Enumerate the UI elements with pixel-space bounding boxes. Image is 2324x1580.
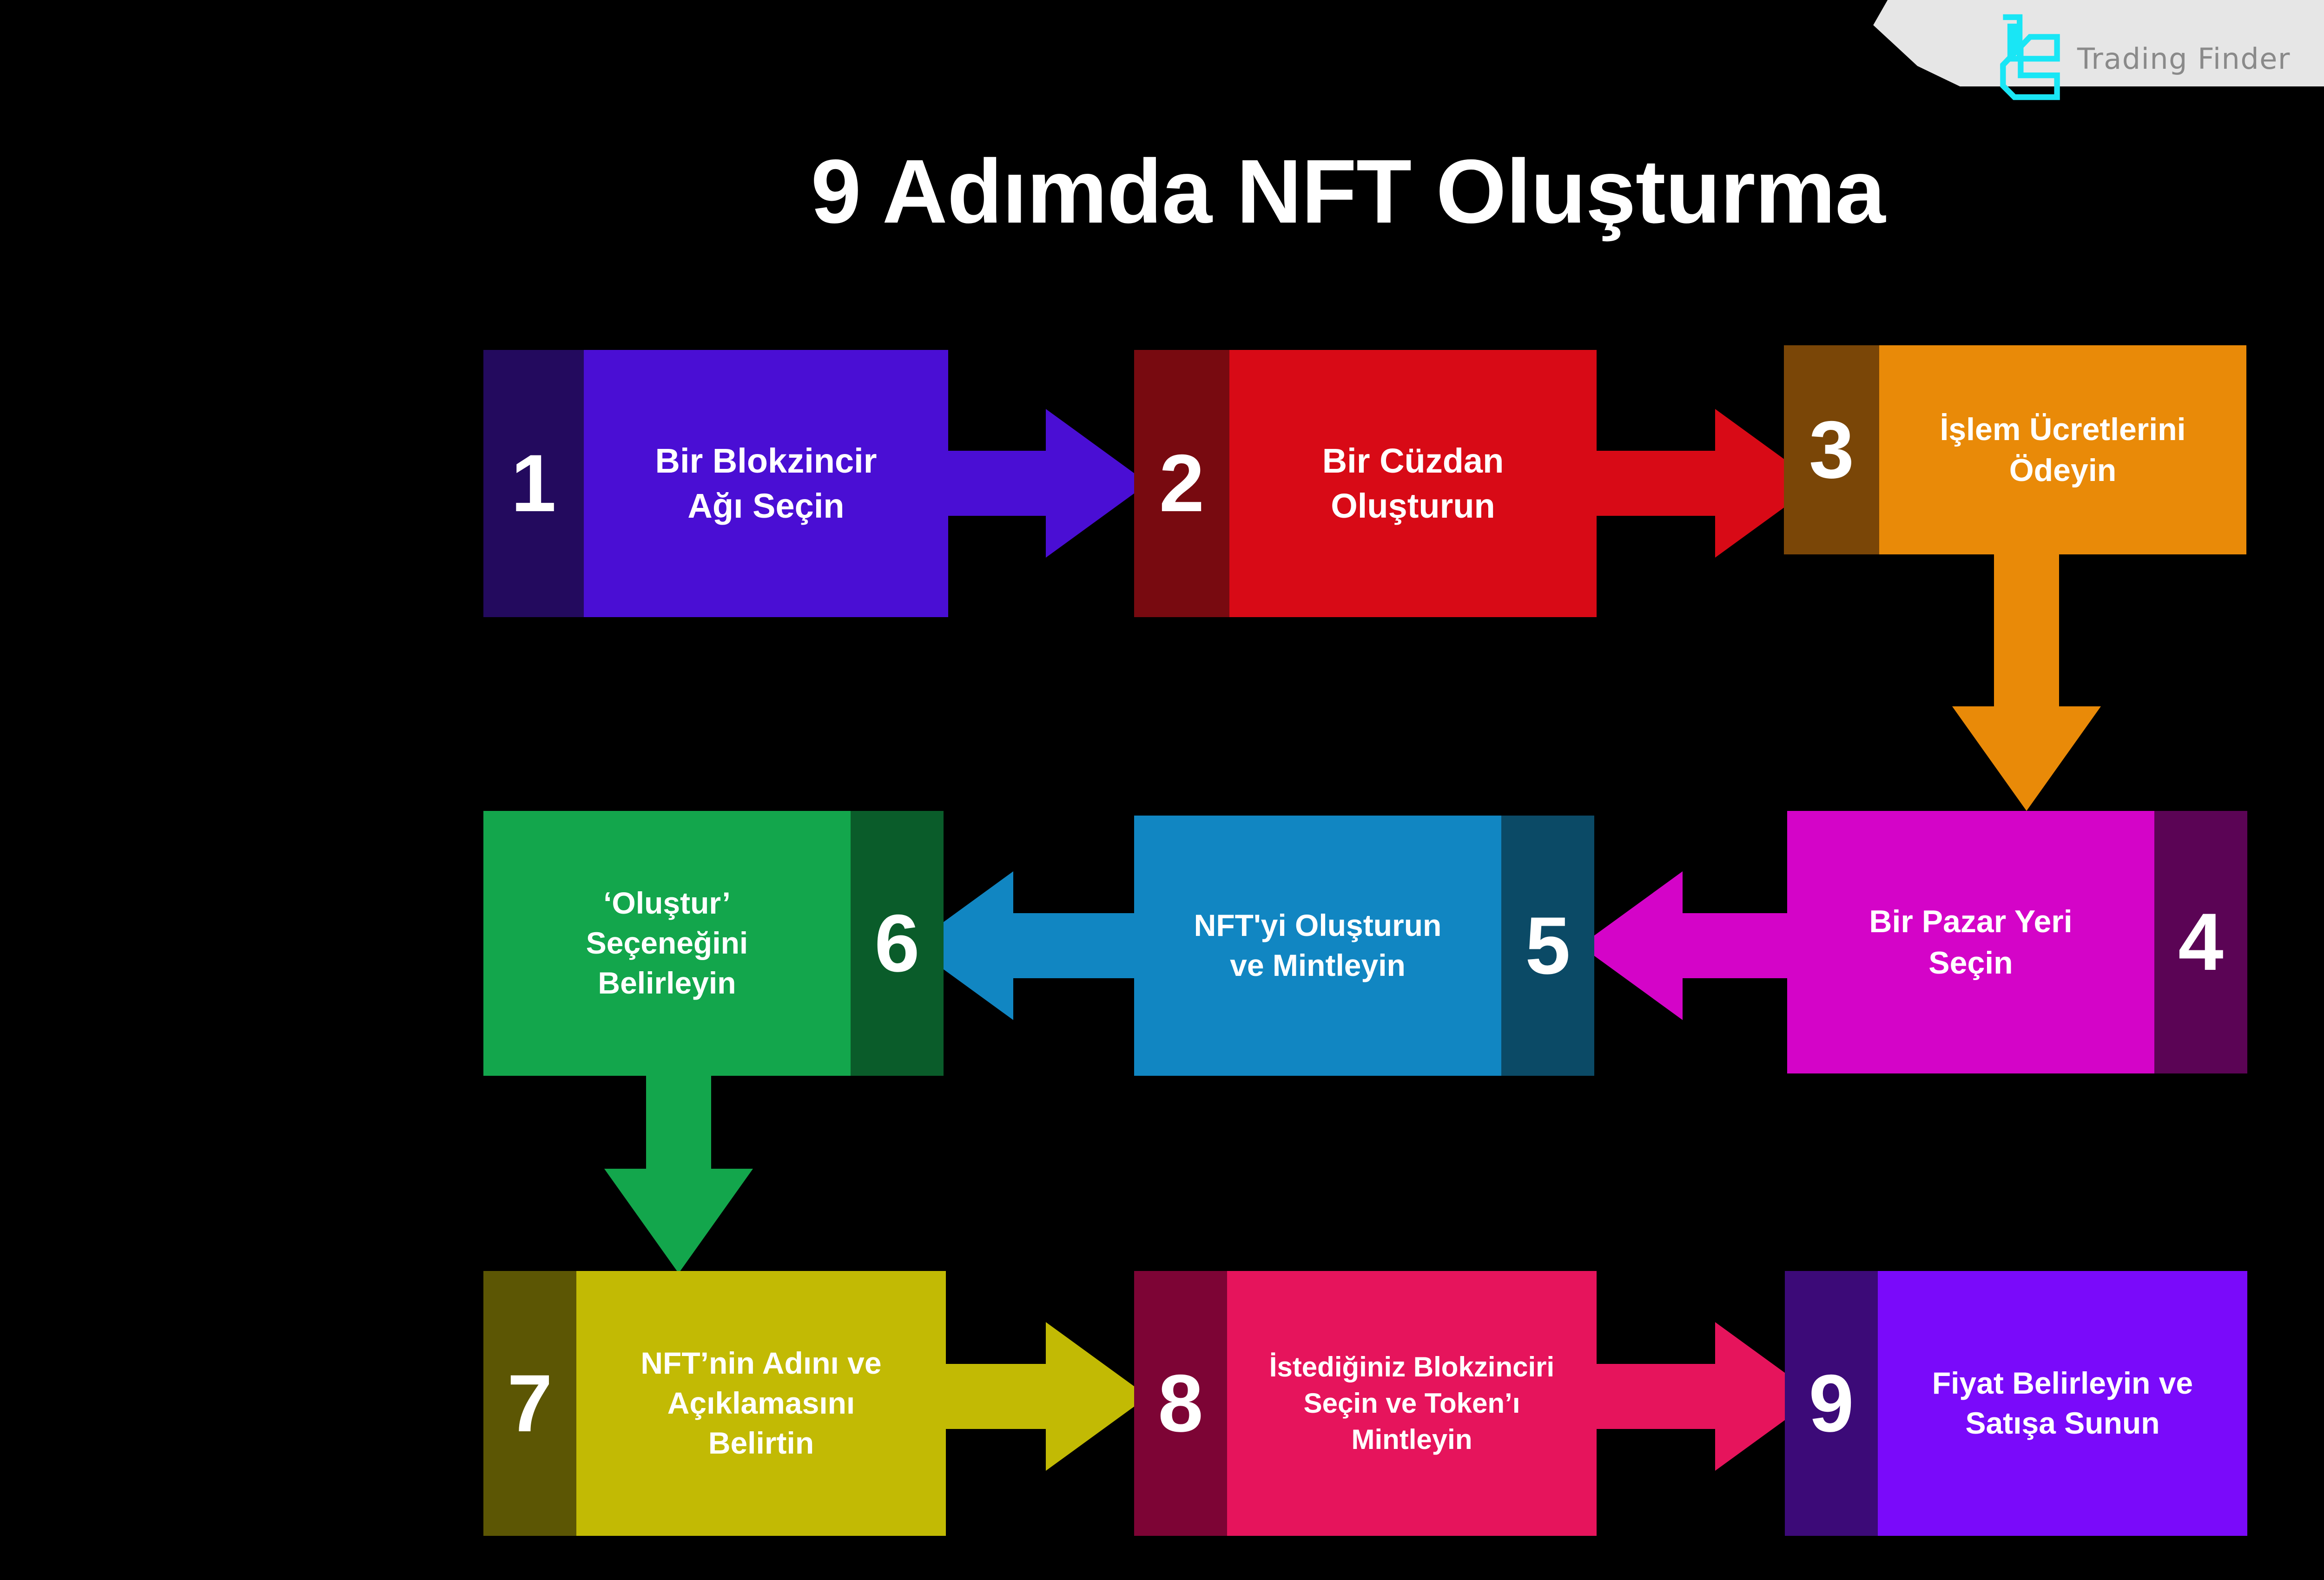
step-card-1[interactable]: 1 Bir Blokzincir Ağı Seçin [483, 350, 948, 617]
step-body-3: İşlem Ücretlerini Ödeyin [1879, 345, 2246, 554]
step-number-8: 8 [1158, 1358, 1203, 1449]
step-number-strip-8: 8 [1134, 1271, 1227, 1536]
step-body-5: NFT'yi Oluşturun ve Mintleyin [1134, 816, 1501, 1076]
step-number-strip-9: 9 [1785, 1271, 1878, 1536]
step-label-line: İstediğiniz Blokzinciri [1269, 1351, 1555, 1382]
step-label-line: Seçeneğini [586, 926, 748, 961]
brand-logo: Trading Finder [1999, 13, 2291, 101]
step-card-6[interactable]: ‘Oluştur’ Seçeneğini Belirleyin 6 [483, 811, 944, 1076]
step-label-line: Fiyat Belirleyin ve [1932, 1366, 2193, 1401]
step-label-line: NFT'yi Oluşturun [1194, 908, 1442, 943]
step-card-9[interactable]: 9 Fiyat Belirleyin ve Satışa Sunun [1785, 1271, 2247, 1536]
arrow-step2-to-step3 [1576, 409, 1817, 558]
step-label-line: NFT’nin Adını ve [640, 1346, 882, 1381]
step-body-9: Fiyat Belirleyin ve Satışa Sunun [1878, 1271, 2247, 1536]
step-number-strip-1: 1 [483, 350, 584, 617]
step-number-5: 5 [1525, 900, 1571, 991]
step-card-4[interactable]: Bir Pazar Yeri Seçin 4 [1787, 811, 2247, 1073]
step-body-2: Bir Cüzdan Oluşturun [1229, 350, 1597, 617]
step-card-3[interactable]: 3 İşlem Ücretlerini Ödeyin [1784, 345, 2246, 554]
step-label-line: Açıklamasını [667, 1386, 855, 1421]
step-label-line: Seçin [1928, 945, 2013, 981]
arrow-step5-to-step6 [911, 871, 1153, 1020]
brand-name: Trading Finder [2077, 41, 2291, 76]
step-number-strip-2: 2 [1134, 350, 1229, 617]
page-title: 9 Adımda NFT Oluşturma [811, 141, 1885, 242]
step-body-1: Bir Blokzincir Ağı Seçin [584, 350, 948, 617]
step-label-line: Belirtin [708, 1425, 814, 1460]
step-number-strip-4: 4 [2154, 811, 2247, 1073]
step-label-line: Ağı Seçin [687, 486, 845, 525]
step-label-line: ve Mintleyin [1230, 948, 1406, 982]
step-number-strip-3: 3 [1784, 345, 1879, 554]
step-number-9: 9 [1809, 1358, 1854, 1449]
step-card-8[interactable]: 8 İstediğiniz Blokzinciri Seçin ve Token… [1134, 1271, 1597, 1536]
step-label-line: Seçin ve Token’ı [1303, 1388, 1520, 1419]
step-number-4: 4 [2178, 897, 2224, 988]
arrow-step4-to-step5 [1580, 871, 1822, 1020]
step-label-line: ‘Oluştur’ [603, 886, 731, 921]
step-number-1: 1 [511, 438, 556, 529]
step-label-line: Bir Blokzincir [655, 441, 877, 481]
step-number-strip-7: 7 [483, 1271, 576, 1536]
step-body-8: İstediğiniz Blokzinciri Seçin ve Token’ı… [1227, 1271, 1597, 1536]
step-number-strip-6: 6 [851, 811, 944, 1076]
arrow-step3-to-step4 [1952, 553, 2101, 811]
step-body-7: NFT’nin Adını ve Açıklamasını Belirtin [576, 1271, 946, 1536]
trading-finder-logo-icon [2000, 14, 2060, 100]
step-label-line: Bir Pazar Yeri [1869, 904, 2073, 940]
step-label-line: Satışa Sunun [1965, 1406, 2160, 1440]
step-label-line: Oluşturun [1331, 486, 1495, 525]
arrow-step6-to-step7 [604, 1015, 753, 1273]
step-body-4: Bir Pazar Yeri Seçin [1787, 811, 2154, 1073]
step-label-line: Mintleyin [1351, 1424, 1472, 1455]
step-card-5[interactable]: NFT'yi Oluşturun ve Mintleyin 5 [1134, 816, 1594, 1076]
arrow-step7-to-step8 [906, 1322, 1148, 1471]
step-label-line: Ödeyin [2009, 453, 2117, 488]
step-number-strip-5: 5 [1501, 816, 1594, 1076]
step-number-3: 3 [1809, 404, 1855, 495]
step-body-6: ‘Oluştur’ Seçeneğini Belirleyin [483, 811, 851, 1076]
step-number-2: 2 [1159, 438, 1205, 529]
arrow-step1-to-step2 [906, 409, 1148, 558]
step-label-line: Bir Cüzdan [1322, 441, 1504, 481]
step-number-6: 6 [874, 898, 920, 989]
arrow-step8-to-step9 [1576, 1322, 1817, 1471]
brand-tab-background [1873, 0, 2324, 86]
step-label-line: İşlem Ücretlerini [1940, 411, 2186, 447]
step-number-7: 7 [507, 1358, 553, 1449]
step-card-2[interactable]: 2 Bir Cüzdan Oluşturun [1134, 350, 1597, 617]
step-card-7[interactable]: 7 NFT’nin Adını ve Açıklamasını Belirtin [483, 1271, 946, 1536]
step-label-line: Belirleyin [598, 965, 736, 1000]
